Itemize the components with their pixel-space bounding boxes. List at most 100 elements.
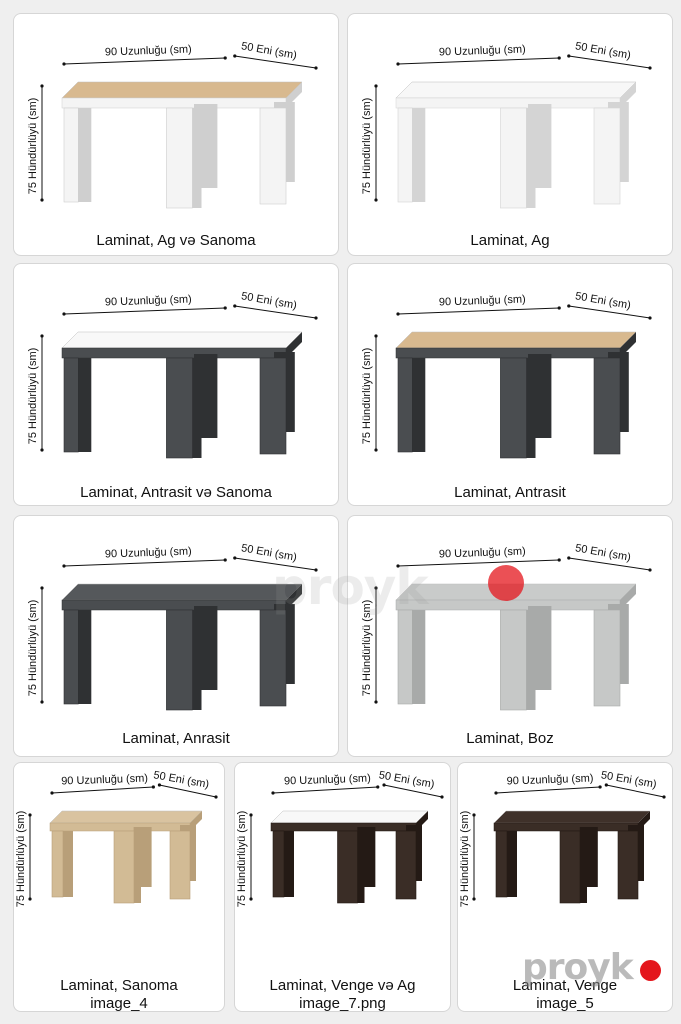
table-leg (593, 357, 621, 455)
length-label: 90 Uzunluğu (sm) (105, 43, 192, 58)
table-leg (259, 107, 287, 205)
table-illustration: 90 Uzunluğu (sm)50 Eni (sm)75 Hündürlüyü… (27, 40, 318, 209)
height-label: 75 Hündürlüyü (sm) (15, 811, 27, 908)
length-label: 90 Uzunluğu (sm) (439, 545, 526, 560)
table-leg (192, 358, 202, 458)
watermark-dot-center (488, 565, 524, 601)
table-top (395, 331, 637, 349)
table-leg (166, 357, 193, 459)
product-caption: Laminat, Venge və Ag (269, 977, 416, 994)
product-caption: Laminat, Venge (512, 977, 618, 994)
table-leg (507, 831, 517, 897)
height-label: 75 Hündürlüyü (sm) (459, 811, 471, 908)
height-label: 75 Hündürlüyü (sm) (236, 811, 248, 908)
height-label: 75 Hündürlüyü (sm) (361, 600, 373, 697)
table-leg (272, 830, 285, 898)
table-leg (617, 830, 639, 900)
product-caption: Laminat, Ag (470, 232, 550, 249)
watermark-dot-corner (640, 960, 661, 981)
table-top (270, 810, 429, 824)
table-illustration: 90 Uzunluğu (sm) 50 Eni (sm) 75 Hündürlüyü… (361, 542, 652, 711)
product-card[interactable]: 90 Uzunluğu (sm) 50 Eni (sm) 75 Hündürlüyü… (13, 762, 225, 1012)
table-illustration: 90 Uzunluğu (sm)50 Eni (sm)75 Hündürlüyü… (27, 542, 318, 711)
table-leg (51, 830, 64, 898)
product-card[interactable]: 90 Uzunluğu (sm)50 Eni (sm)75 Hündürlüyü… (347, 13, 673, 256)
table-apron (270, 822, 417, 832)
table-apron (395, 97, 621, 109)
table-apron (493, 822, 639, 832)
table-leg (78, 610, 92, 704)
height-label: 75 Hündürlüyü (sm) (27, 600, 39, 697)
table-leg (134, 831, 141, 903)
table-illustration: 90 Uzunluğu (sm)50 Eni (sm)75 Hündürlüyü… (459, 769, 666, 908)
table-top (61, 331, 303, 349)
length-label: 90 Uzunluğu (sm) (506, 772, 593, 787)
table-illustration: 90 Uzunluğu (sm)50 Eni (sm)75 Hündürlüyü… (361, 40, 652, 209)
table-leg (169, 830, 191, 900)
table-leg (500, 107, 527, 209)
table-leg (166, 609, 193, 711)
product-image-name: image_4 (90, 995, 148, 1012)
table-apron (49, 822, 191, 832)
table-leg (412, 358, 426, 452)
product-card[interactable]: 90 Uzunluğu (sm) 50 Eni (sm) 75 Hündürlüyü… (234, 762, 451, 1012)
table-apron (61, 97, 287, 109)
length-label: 90 Uzunluğu (sm) (284, 772, 371, 787)
table-leg (526, 358, 536, 458)
table-leg (397, 357, 413, 453)
product-card[interactable]: 90 Uzunluğu (sm)50 Eni (sm)75 Hündürlüyü… (13, 13, 339, 256)
table-leg (113, 830, 135, 904)
table-leg (495, 830, 508, 898)
table-leg (397, 609, 413, 705)
table-leg (63, 831, 73, 897)
width-label: 50 Eni (sm) (574, 40, 631, 62)
table-leg (412, 108, 426, 202)
width-label: 50 Eni (sm) (574, 542, 631, 564)
table-leg (63, 609, 79, 705)
watermark-text-corner: proyk (522, 947, 634, 988)
length-label: 90 Uzunluğu (sm) (105, 545, 192, 560)
product-card[interactable]: 90 Uzunluğu (sm) 50 Eni (sm) 75 Hündürlüyü… (13, 263, 339, 506)
height-label: 75 Hündürlüyü (sm) (27, 348, 39, 445)
table-leg (192, 610, 202, 710)
length-label: 90 Uzunluğu (sm) (439, 43, 526, 58)
table-leg (166, 107, 193, 209)
table-top (395, 81, 637, 99)
product-card[interactable]: 90 Uzunluğu (sm)50 Eni (sm)75 Hündürlüyü… (13, 515, 339, 757)
table-leg (559, 830, 581, 904)
width-label: 50 Eni (sm) (240, 40, 297, 62)
product-card[interactable]: 90 Uzunluğu (sm) 50 Eni (sm) 75 Hündürlüyü… (347, 515, 673, 757)
table-leg (580, 831, 587, 903)
table-leg (357, 831, 365, 903)
width-label: 50 Eni (sm) (240, 290, 297, 312)
length-label: 90 Uzunluğu (sm) (61, 772, 148, 787)
table-leg (337, 830, 358, 904)
table-leg (500, 609, 527, 711)
table-illustration: 90 Uzunluğu (sm) 50 Eni (sm) 75 Hündürlüyü… (27, 290, 318, 459)
table-leg (284, 831, 294, 897)
table-illustration: 90 Uzunluğu (sm) 50 Eni (sm) 75 Hündürlüyü… (236, 769, 444, 908)
product-caption: Laminat, Antrasit (454, 484, 566, 501)
watermark-corner: proyk (522, 947, 634, 988)
width-label: 50 Eni (sm) (378, 769, 435, 791)
product-image-name: image_7.png (299, 995, 386, 1012)
table-leg (500, 357, 527, 459)
table-leg (78, 108, 92, 202)
table-apron (395, 599, 621, 611)
table-apron (61, 347, 287, 359)
product-card[interactable]: 90 Uzunluğu (sm)50 Eni (sm)75 Hündürlüyü… (457, 762, 673, 1012)
table-illustration: 90 Uzunluğu (sm) 50 Eni (sm) 75 Hündürlüyü… (15, 769, 218, 908)
table-leg (192, 108, 202, 208)
table-leg (397, 107, 413, 203)
table-top (61, 583, 303, 601)
table-leg (412, 610, 426, 704)
product-image-name: image_5 (536, 995, 594, 1012)
watermark-text: proyk (272, 558, 429, 616)
table-top (61, 81, 303, 99)
table-leg (63, 107, 79, 203)
table-leg (259, 357, 287, 455)
width-label: 50 Eni (sm) (153, 769, 210, 791)
product-card[interactable]: 90 Uzunluğu (sm)50 Eni (sm)75 Hündürlüyü… (347, 263, 673, 506)
length-label: 90 Uzunluğu (sm) (439, 293, 526, 308)
length-label: 90 Uzunluğu (sm) (105, 293, 192, 308)
